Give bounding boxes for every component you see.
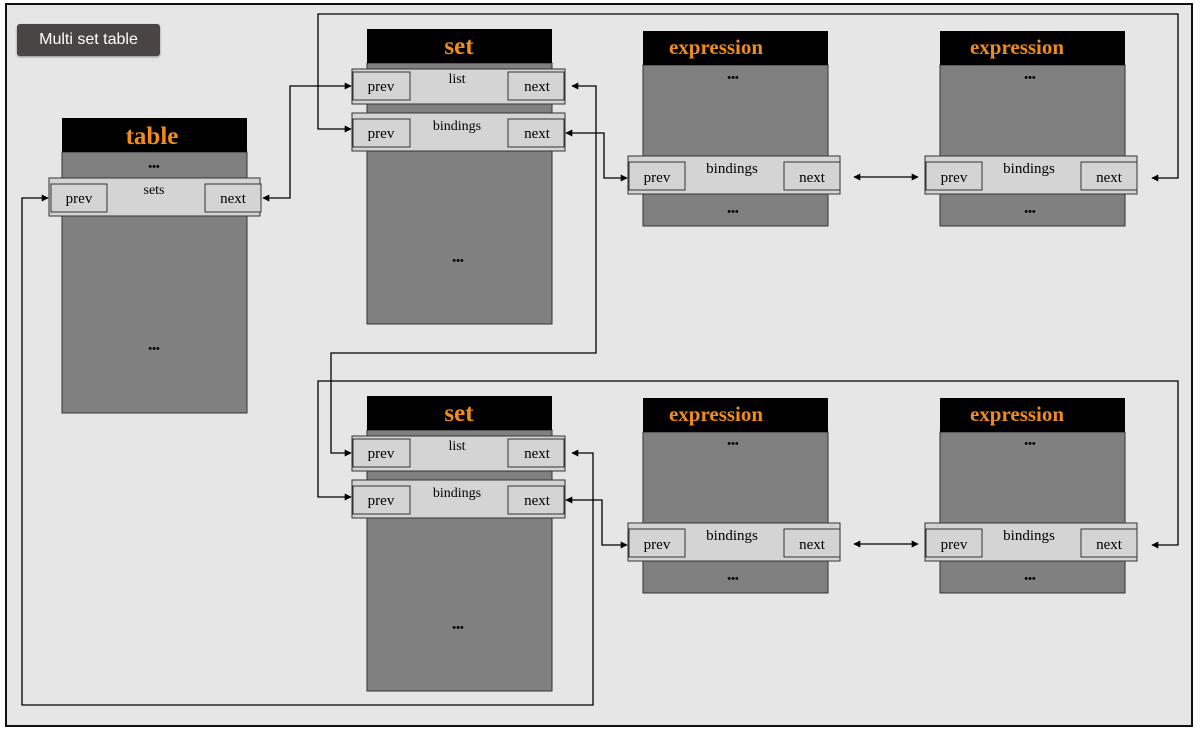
set-list-prev-pointer: prev <box>352 71 411 101</box>
set-list-label: list <box>448 72 465 87</box>
table-next-label: next <box>220 191 247 207</box>
set-bindings-prev-pointer: prev <box>352 118 411 148</box>
table-title: table <box>126 123 179 150</box>
expression-title: expression <box>970 35 1064 59</box>
expression-prev-pointer: prev <box>628 161 686 191</box>
table-node: table ••• sets prev next ••• <box>48 118 262 414</box>
expression-body <box>642 64 829 227</box>
expression-prev-pointer: prev <box>925 528 983 558</box>
expression-node-1: expression ••• bindings prev next ••• <box>627 31 841 227</box>
expression-header <box>940 398 1125 432</box>
set-title: set <box>444 400 474 427</box>
set-bindings-label: bindings <box>433 119 481 134</box>
expression-title: expression <box>669 35 763 59</box>
expression-next-pointer: next <box>783 528 841 558</box>
set-list-prev-pointer: prev <box>352 438 411 468</box>
expression-header <box>643 398 828 432</box>
set-title: set <box>444 33 474 60</box>
expression-title: expression <box>669 402 763 426</box>
expression-title: expression <box>970 402 1064 426</box>
expression-bindings-label: bindings <box>706 528 758 544</box>
expression-ellipsis-top: ••• <box>1024 438 1036 450</box>
set-list-next-pointer: next <box>507 71 565 101</box>
table-header <box>62 118 247 152</box>
expression-prev-label: prev <box>644 537 671 553</box>
expression-prev-label: prev <box>941 170 968 186</box>
set-list-label: list <box>448 439 465 454</box>
set-ellipsis: ••• <box>452 255 464 267</box>
set-list-next-pointer: next <box>507 438 565 468</box>
expression-prev-label: prev <box>644 170 671 186</box>
expression-node-3: expression ••• bindings prev next ••• <box>627 398 841 594</box>
expression-header <box>940 31 1125 65</box>
expression-next-pointer: next <box>783 161 841 191</box>
table-sets-label: sets <box>144 183 165 198</box>
set-list-next-label: next <box>524 79 551 95</box>
expression-ellipsis-top: ••• <box>1024 72 1036 84</box>
expression-node-4: expression ••• bindings prev next ••• <box>924 398 1138 594</box>
set-node-1: set list prev next bindings prev next ••… <box>351 29 566 325</box>
expression-prev-label: prev <box>941 537 968 553</box>
expression-ellipsis-top: ••• <box>727 72 739 84</box>
expression-bindings-label: bindings <box>706 161 758 177</box>
link-expr4-to-set2-bindings <box>317 380 1179 549</box>
set-bindings-prev-label: prev <box>368 126 395 142</box>
expression-ellipsis-bottom: ••• <box>727 206 739 218</box>
expression-bindings-label: bindings <box>1003 161 1055 177</box>
table-prev-pointer: prev <box>50 183 108 213</box>
expression-bindings-label: bindings <box>1003 528 1055 544</box>
set-bindings-prev-pointer: prev <box>352 485 411 515</box>
set-list-next-label: next <box>524 446 551 462</box>
expression-body <box>939 64 1126 227</box>
set-header <box>367 29 552 63</box>
expression-ellipsis-bottom: ••• <box>727 573 739 585</box>
expression-ellipsis-bottom: ••• <box>1024 573 1036 585</box>
expression-body <box>642 431 829 594</box>
expression-next-label: next <box>1096 537 1123 553</box>
expression-ellipsis-top: ••• <box>727 438 739 450</box>
link-set2-to-expr3 <box>565 496 628 549</box>
diagram-caption: Multi set table <box>17 24 160 56</box>
expression-prev-pointer: prev <box>925 161 983 191</box>
expression-next-label: next <box>799 170 826 186</box>
set-bindings-prev-label: prev <box>368 493 395 509</box>
expression-next-label: next <box>799 537 826 553</box>
expression-body <box>939 431 1126 594</box>
expression-next-label: next <box>1096 170 1123 186</box>
expression-node-2: expression ••• bindings prev next ••• <box>924 31 1138 227</box>
set-list-prev-label: prev <box>368 446 395 462</box>
expression-next-pointer: next <box>1080 161 1138 191</box>
set-bindings-next-label: next <box>524 126 551 142</box>
table-ellipsis-top: ••• <box>148 161 160 173</box>
table-ellipsis-bottom: ••• <box>148 343 160 355</box>
set-bindings-next-pointer: next <box>507 485 565 515</box>
expression-prev-pointer: prev <box>628 528 686 558</box>
link-expr2-to-set1-bindings <box>317 13 1179 182</box>
link-set2-to-table <box>21 194 594 706</box>
set-node-2: set list prev next bindings prev next ••… <box>351 396 566 692</box>
table-next-pointer: next <box>204 183 262 213</box>
table-prev-label: prev <box>66 191 93 207</box>
set-ellipsis: ••• <box>452 622 464 634</box>
set-bindings-next-label: next <box>524 493 551 509</box>
expression-ellipsis-bottom: ••• <box>1024 206 1036 218</box>
link-set1-to-expr1 <box>565 129 628 182</box>
set-bindings-label: bindings <box>433 486 481 501</box>
set-body <box>366 429 553 692</box>
expression-next-pointer: next <box>1080 528 1138 558</box>
set-list-prev-label: prev <box>368 79 395 95</box>
expression-header <box>643 31 828 65</box>
set-bindings-next-pointer: next <box>507 118 565 148</box>
